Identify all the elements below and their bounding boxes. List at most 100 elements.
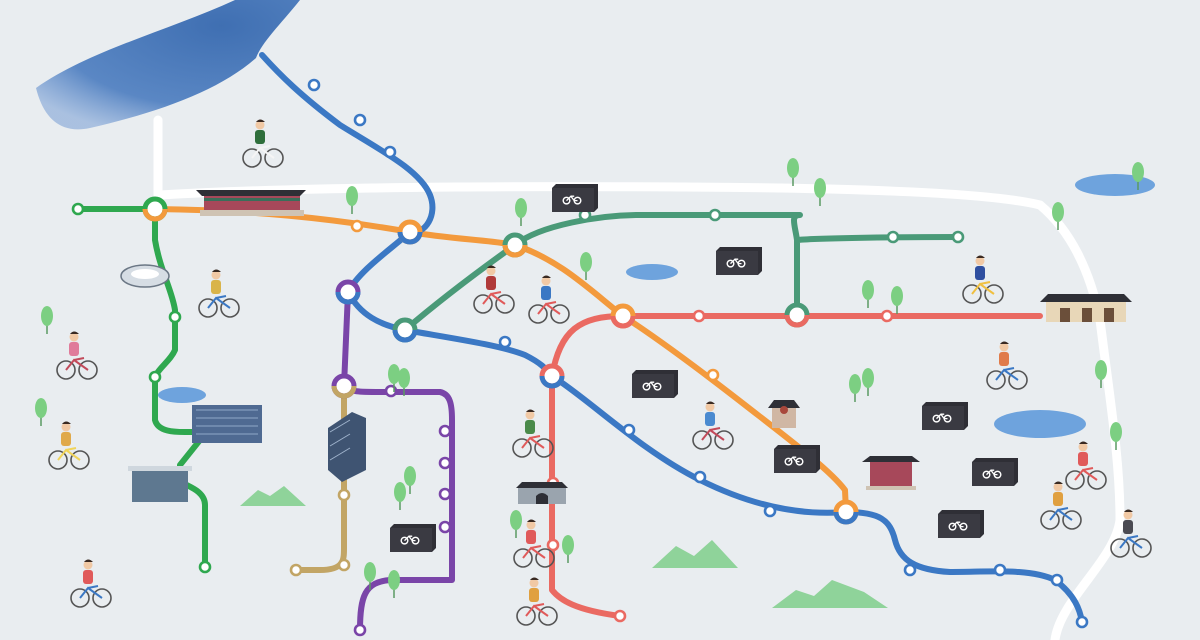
station[interactable] [613,609,627,623]
station[interactable] [337,558,351,572]
station[interactable] [692,309,706,323]
station[interactable] [886,230,900,244]
tree-icon [41,306,53,334]
transfer-station[interactable] [392,317,418,343]
tree-icon [1132,162,1144,190]
tree-icon [394,482,406,510]
hill-icon [240,486,306,506]
station[interactable] [71,202,85,216]
bike-station[interactable] [922,402,968,430]
station[interactable] [337,488,351,502]
tree-icon [388,570,400,598]
station[interactable] [993,563,1007,577]
cyclist-icon [56,331,98,380]
tree-icon [1095,360,1107,388]
bike-station[interactable] [632,370,678,398]
cyclists [48,119,1152,626]
tree-icon [862,280,874,308]
bike-station[interactable] [938,510,984,538]
tree-icon [814,178,826,206]
cyclist-icon [473,265,515,314]
trees [35,158,1144,598]
transfer-station[interactable] [610,303,636,329]
bike-station[interactable] [390,524,436,552]
station[interactable] [622,423,636,437]
cyclist-icon [986,341,1028,390]
tree-icon [891,286,903,314]
cyclist-icon [1065,441,1107,490]
city-gate-icon [516,482,568,504]
tree-icon [849,374,861,402]
line-tan [293,383,347,573]
station[interactable] [383,145,397,159]
station[interactable] [1050,573,1064,587]
tree-icon [398,368,410,396]
tree-icon [346,186,358,214]
transfer-station[interactable] [331,373,357,399]
station[interactable] [546,538,560,552]
station[interactable] [148,370,162,384]
station[interactable] [438,520,452,534]
station[interactable] [168,310,182,324]
station[interactable] [198,560,212,574]
ponds [158,174,1155,438]
tree-icon [562,535,574,563]
station[interactable] [708,208,722,222]
station[interactable] [763,504,777,518]
station[interactable] [438,487,452,501]
line-orange [152,206,849,515]
hill-icon [772,580,888,608]
cyclist-icon [242,119,284,168]
station[interactable] [353,623,367,637]
transfer-station[interactable] [833,499,859,525]
glass-tower-icon [328,412,366,482]
landmarks [120,190,1132,504]
station[interactable] [353,113,367,127]
station[interactable] [498,335,512,349]
transfer-station[interactable] [539,363,565,389]
bike-station[interactable] [972,458,1018,486]
bike-station[interactable] [552,184,598,212]
tree-icon [787,158,799,186]
tree-icon [510,510,522,538]
station[interactable] [1075,615,1089,629]
station[interactable] [350,219,364,233]
palace-gate-icon [196,190,306,216]
hills [240,486,888,608]
tree-icon [580,252,592,280]
cyclist-icon [692,401,734,450]
station[interactable] [438,424,452,438]
cyclist-icon [513,519,555,568]
pavilion-icon [862,456,920,490]
station[interactable] [289,563,303,577]
tree-icon [1052,202,1064,230]
bike-station[interactable] [716,247,762,275]
cyclist-icon [198,269,240,318]
cyclist-icon [1040,481,1082,530]
station[interactable] [903,563,917,577]
transfer-station[interactable] [784,302,810,328]
transfer-stations [142,196,859,525]
transfer-station[interactable] [502,232,528,258]
cyclist-icon [516,577,558,626]
shrine-icon [768,400,800,428]
line-teal [402,212,961,333]
cyclist-icon [512,409,554,458]
pond-icon [626,264,678,280]
station[interactable] [951,230,965,244]
transfer-station[interactable] [335,279,361,305]
station[interactable] [880,309,894,323]
bike-station[interactable] [774,445,820,473]
tree-icon [862,368,874,396]
cyclist-icon [528,275,570,324]
station[interactable] [438,456,452,470]
museum-icon [128,466,192,502]
river [36,0,300,130]
station[interactable] [693,470,707,484]
transfer-station[interactable] [397,219,423,245]
transfer-station[interactable] [142,196,168,222]
hill-icon [652,540,738,568]
station[interactable] [706,368,720,382]
station[interactable] [307,78,321,92]
